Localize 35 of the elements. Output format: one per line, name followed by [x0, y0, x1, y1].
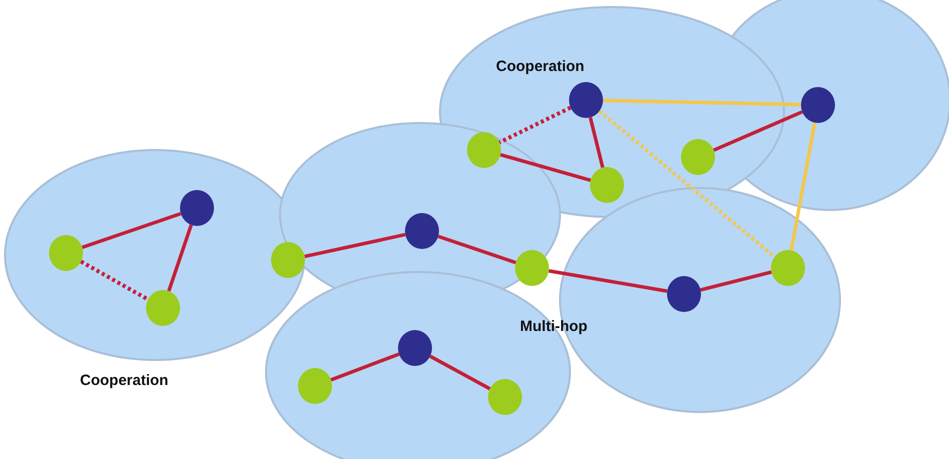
base-station-node — [667, 276, 701, 312]
dotted-link — [498, 106, 572, 144]
link-line — [700, 270, 772, 292]
link-line — [82, 212, 182, 250]
base-station-node — [801, 87, 835, 123]
link-line — [790, 122, 816, 251]
terminal-node — [488, 379, 522, 415]
network-label: Multi-hop — [520, 318, 588, 335]
terminal-node — [681, 139, 715, 175]
base-station-node — [405, 213, 439, 249]
link-line — [304, 232, 406, 258]
link-line — [588, 116, 604, 168]
link-line — [429, 354, 491, 390]
terminal-node — [49, 235, 83, 271]
dotted-link — [80, 260, 149, 302]
terminal-node — [771, 250, 805, 286]
link-line — [167, 224, 193, 292]
terminal-node — [271, 242, 305, 278]
link-line — [713, 110, 803, 152]
terminal-node — [298, 368, 332, 404]
terminal-node — [467, 132, 501, 168]
base-station-node — [398, 330, 432, 366]
terminal-node — [590, 167, 624, 203]
dotted-link — [598, 110, 776, 258]
link-line — [438, 234, 516, 264]
link-line — [602, 98, 802, 106]
terminal-node — [146, 290, 180, 326]
network-label: Cooperation — [80, 372, 168, 389]
network-label: Cooperation — [496, 58, 584, 75]
link-line — [330, 352, 400, 382]
link-line — [548, 269, 668, 293]
base-station-node — [569, 82, 603, 118]
link-line — [500, 153, 592, 182]
terminal-node — [515, 250, 549, 286]
base-station-node — [180, 190, 214, 226]
